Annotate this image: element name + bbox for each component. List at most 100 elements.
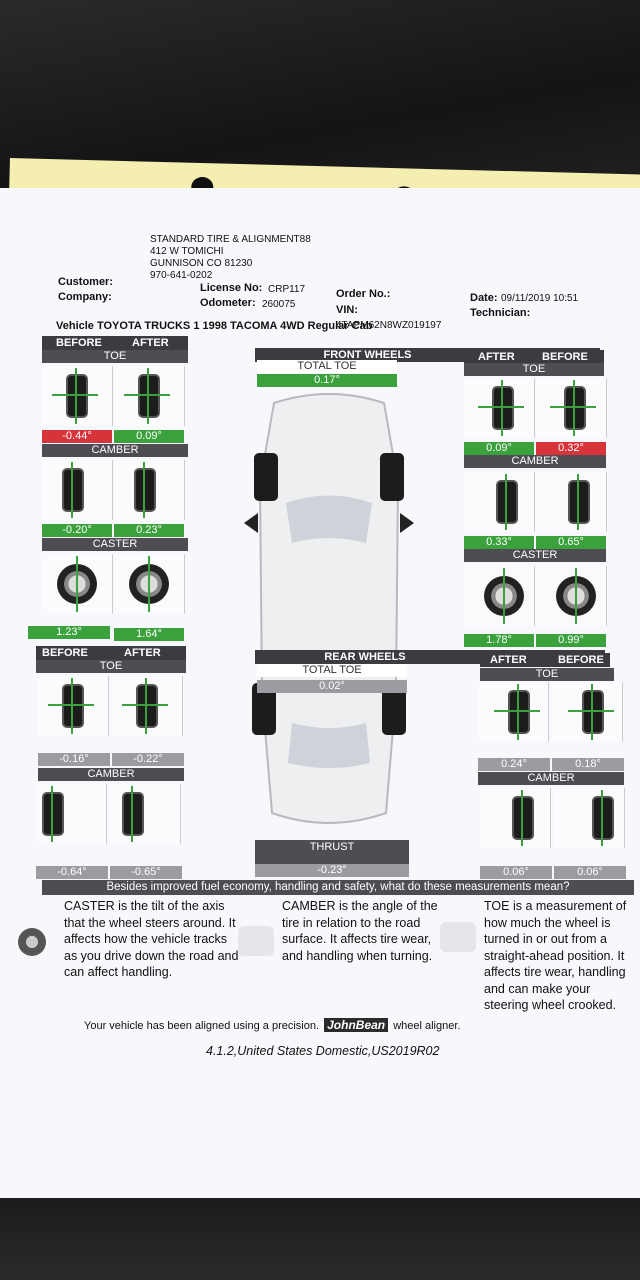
reference-line — [494, 710, 540, 712]
reference-line — [503, 568, 505, 624]
front-left-camber-bar: CAMBER — [42, 444, 188, 457]
alignment-report-page: STANDARD TIRE & ALIGNMENT88 412 W TOMICH… — [0, 188, 640, 1198]
thrust-label: THRUST — [255, 840, 409, 864]
shop-phone: 970-641-0202 — [150, 270, 213, 281]
front-right-caster-bar: CASTER — [464, 549, 606, 562]
tire-icon — [42, 792, 64, 836]
license-label: License No: — [200, 282, 263, 294]
rear-right-header: AFTER BEFORE — [480, 653, 610, 667]
tire-icon — [134, 468, 156, 512]
reference-line — [591, 684, 593, 740]
aligned-text-pre: Your vehicle has been aligned using a pr… — [84, 1020, 320, 1032]
front-total-toe-label: TOTAL TOE — [257, 360, 397, 373]
reference-line — [505, 474, 507, 530]
license-value: CRP117 — [268, 284, 306, 295]
front-left-camber-after-value: 0.23° — [114, 524, 184, 537]
rear-left-toe-after-tile — [112, 676, 183, 736]
order-label: Order No.: — [336, 288, 391, 300]
caster-wheel-icon — [18, 928, 46, 956]
front-left-camber-before-tile — [42, 460, 113, 520]
front-right-toe-after-value: 0.09° — [464, 442, 534, 455]
date-value: 09/11/2019 10:51 — [501, 293, 579, 304]
front-right-header: AFTER BEFORE — [464, 350, 604, 364]
tire-icon — [508, 690, 530, 734]
front-right-toe-after-tile — [464, 378, 535, 438]
reference-line — [71, 462, 73, 518]
technician-label: Technician: — [470, 307, 531, 319]
front-right-toe-before-tile — [536, 378, 607, 438]
vin-label: VIN: — [336, 304, 358, 316]
front-left-camber-before-value: -0.20° — [42, 524, 112, 537]
front-left-toe-before-tile — [42, 366, 113, 426]
after-label: AFTER — [490, 654, 527, 666]
reference-line — [75, 368, 77, 424]
after-label: AFTER — [478, 351, 515, 363]
rear-left-toe-after-value: -0.22° — [112, 753, 184, 766]
odometer-label: Odometer: — [200, 297, 256, 309]
reference-line — [573, 380, 575, 436]
rear-left-camber-before-value: -0.64° — [36, 866, 108, 879]
rear-total-toe-value: 0.02° — [257, 680, 407, 693]
tire-icon — [62, 468, 84, 512]
odometer-value: 260075 — [262, 299, 296, 310]
front-right-toe-before-value: 0.32° — [536, 442, 606, 455]
front-left-toe-bar: TOE — [42, 350, 188, 363]
tire-icon — [496, 480, 518, 524]
rear-right-toe-bar: TOE — [480, 668, 614, 681]
company-label: Company: — [58, 291, 112, 303]
tire-icon — [122, 792, 144, 836]
front-right-camber-after-tile — [464, 472, 535, 532]
shop-street: 412 W TOMICHI — [150, 246, 224, 257]
car-top-view-illustration — [244, 393, 414, 824]
rear-left-camber-after-tile — [110, 784, 181, 844]
tire-icon — [136, 684, 158, 728]
shop-city: GUNNISON CO 81230 — [150, 258, 253, 269]
rear-right-camber-after-tile — [480, 788, 551, 848]
rear-left-toe-bar: TOE — [36, 660, 186, 673]
tire-icon — [138, 374, 160, 418]
tire-icon — [592, 796, 614, 840]
vehicle-description: Vehicle TOYOTA TRUCKS 1 1998 TACOMA 4WD … — [56, 320, 373, 332]
front-left-header: BEFORE AFTER — [42, 336, 188, 350]
reference-line — [148, 556, 150, 612]
tire-icon — [564, 386, 586, 430]
front-left-toe-before-value: -0.44° — [42, 430, 112, 443]
front-right-caster-before-tile — [536, 566, 607, 626]
front-left-caster-bar: CASTER — [42, 538, 188, 551]
john-bean-logo: JohnBean — [324, 1018, 389, 1032]
after-label: AFTER — [124, 647, 161, 659]
reference-line — [550, 406, 596, 408]
rear-left-toe-before-value: -0.16° — [38, 753, 110, 766]
reference-line — [575, 568, 577, 624]
front-right-camber-bar: CAMBER — [464, 455, 606, 468]
reference-line — [601, 790, 603, 846]
camber-car-icon — [238, 926, 274, 956]
reference-line — [131, 786, 133, 842]
tire-icon — [492, 386, 514, 430]
thrust-value: -0.23° — [255, 864, 409, 877]
rear-right-camber-before-tile — [554, 788, 625, 848]
front-right-caster-after-value: 1.78° — [464, 634, 534, 647]
front-right-camber-before-tile — [536, 472, 607, 532]
rear-total-toe-label: TOTAL TOE — [257, 664, 407, 677]
rear-right-camber-bar: CAMBER — [478, 772, 624, 785]
reference-line — [124, 394, 170, 396]
front-right-camber-after-value: 0.33° — [464, 536, 534, 549]
reference-line — [577, 474, 579, 530]
tire-icon — [512, 796, 534, 840]
before-label: BEFORE — [542, 351, 588, 363]
reference-line — [48, 704, 94, 706]
rear-left-header: BEFORE AFTER — [36, 646, 186, 660]
measurements-question-bar: Besides improved fuel economy, handling … — [42, 880, 634, 895]
tire-icon — [66, 374, 88, 418]
camber-explanation: CAMBER is the angle of the tire in relat… — [282, 899, 438, 963]
rear-right-camber-after-value: 0.06° — [480, 866, 552, 879]
rear-right-toe-before-value: 0.18° — [552, 758, 624, 771]
date-label: Date: — [470, 292, 498, 304]
reference-line — [517, 684, 519, 740]
front-left-caster-before-value: 1.23° — [28, 626, 110, 639]
front-right-caster-after-tile — [464, 566, 535, 626]
front-right-camber-before-value: 0.65° — [536, 536, 606, 549]
customer-label: Customer: — [58, 276, 114, 288]
front-right-toe-bar: TOE — [464, 363, 604, 376]
